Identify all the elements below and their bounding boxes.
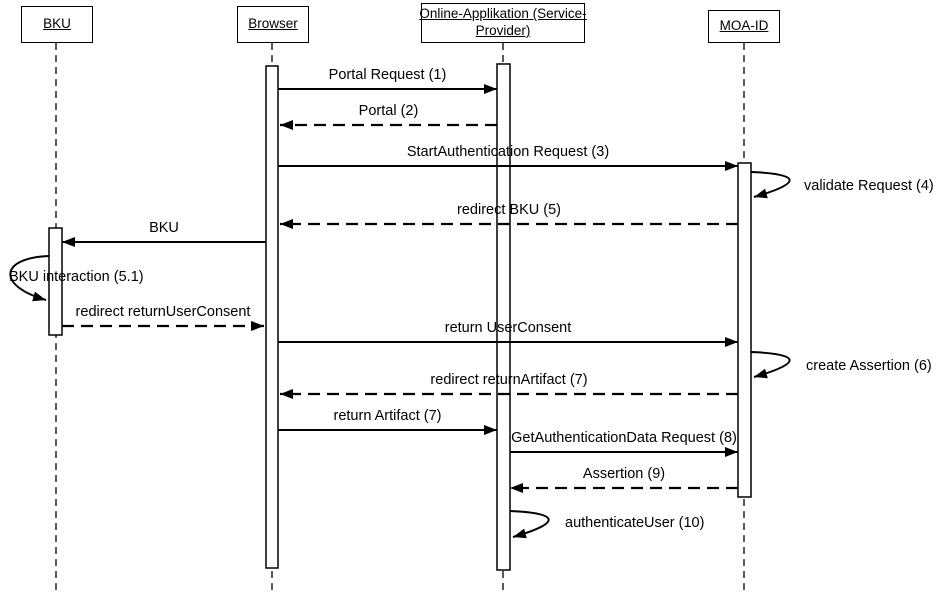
message-label: StartAuthentication Request (3)	[406, 144, 610, 160]
activation-bar	[737, 162, 752, 498]
self-message-arrow	[509, 510, 550, 539]
message-label: Portal Request (1)	[328, 67, 447, 83]
self-message-label: authenticateUser (10)	[565, 515, 705, 531]
message-label: BKU	[149, 220, 179, 236]
activation-bar	[48, 227, 63, 336]
actor-online-applikation: Online-Applikation (Service- Provider)	[419, 3, 587, 43]
messages-layer	[9, 84, 791, 539]
actor-online-applikation-label-line1: Online-Applikation (Service-	[419, 6, 587, 22]
activations-layer	[48, 63, 752, 571]
message-label: redirect returnArtifact (7)	[430, 372, 588, 388]
self-message-label: create Assertion (6)	[806, 358, 932, 374]
activation-bar	[496, 63, 511, 571]
actor-online-applikation-label-line2: Provider)	[475, 23, 531, 38]
message-label: redirect BKU (5)	[457, 202, 561, 218]
message-label: Assertion (9)	[582, 466, 666, 482]
actor-bku-label: BKU	[43, 16, 71, 32]
message-label: GetAuthenticationData Request (8)	[511, 430, 737, 446]
actor-browser: Browser	[237, 6, 309, 43]
actor-moa-id-label: MOA-ID	[719, 18, 769, 34]
message-label: redirect returnUserConsent	[75, 304, 251, 320]
self-message-label: BKU interaction (5.1)	[9, 269, 144, 285]
actor-browser-label: Browser	[248, 16, 298, 32]
message-label: Portal (2)	[358, 103, 419, 119]
self-message-arrow	[750, 171, 791, 199]
self-message-arrow	[750, 351, 791, 379]
message-label: return UserConsent	[444, 320, 572, 336]
actor-bku: BKU	[21, 6, 93, 43]
self-message-arrow	[9, 255, 50, 302]
actor-moa-id: MOA-ID	[708, 10, 780, 43]
activation-bar	[265, 65, 279, 569]
message-label: return Artifact (7)	[333, 408, 442, 424]
self-message-label: validate Request (4)	[804, 178, 934, 194]
